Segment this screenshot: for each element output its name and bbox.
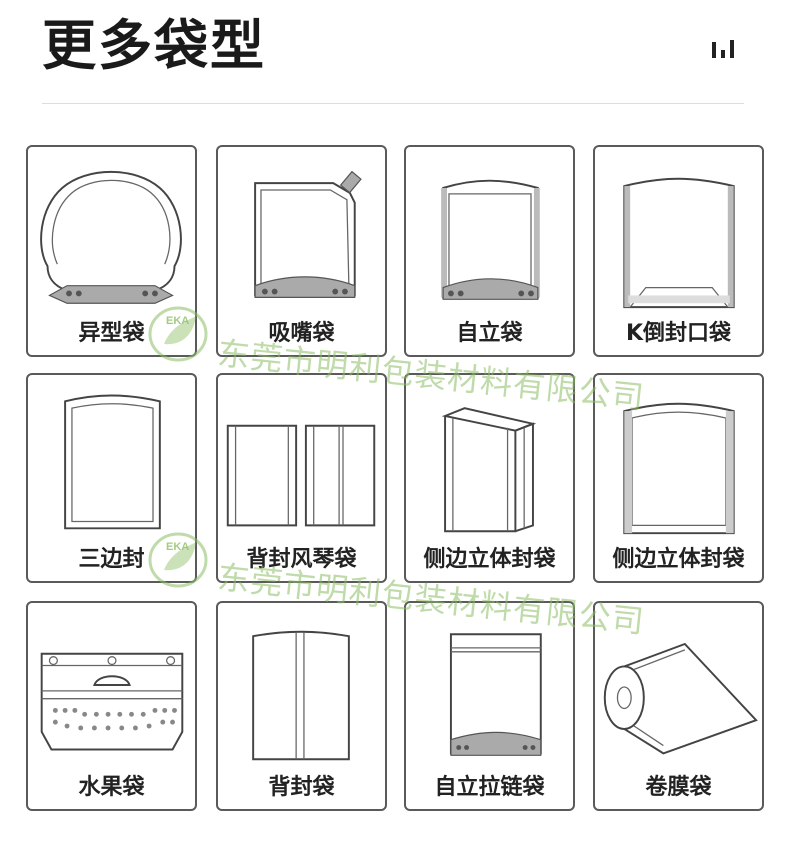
card-label: 侧边立体封袋 bbox=[423, 547, 556, 572]
card-label: 异型袋 bbox=[78, 321, 145, 346]
back-seal-gusset-bag-icon bbox=[226, 424, 376, 527]
page-title: 更多袋型 bbox=[42, 14, 266, 77]
card-label: 水果袋 bbox=[78, 775, 145, 800]
card-label: 吸嘴袋 bbox=[268, 321, 335, 346]
bars-icon bbox=[712, 40, 734, 58]
back-seal-bag-icon bbox=[252, 630, 350, 761]
bag-card-standup-zipper[interactable]: 自立拉链袋 bbox=[404, 601, 575, 811]
bag-card-k-seal[interactable]: K倒封口袋 bbox=[593, 145, 764, 357]
card-label: 卷膜袋 bbox=[645, 775, 712, 800]
card-label: 背封风琴袋 bbox=[246, 547, 357, 572]
bag-card-roll-film[interactable]: 卷膜袋 bbox=[593, 601, 764, 811]
bag-card-standup[interactable]: 自立袋 bbox=[404, 145, 575, 357]
side-gusset-bag-icon bbox=[441, 407, 537, 533]
card-label: 自立拉链袋 bbox=[434, 775, 545, 800]
bag-card-fruit[interactable]: 水果袋 bbox=[26, 601, 197, 811]
bag-card-shaped[interactable]: 异型袋 bbox=[26, 145, 197, 357]
card-label: 三边封 bbox=[78, 547, 145, 572]
card-label: 自立袋 bbox=[456, 321, 523, 346]
fruit-bag-icon bbox=[40, 652, 184, 751]
card-label: 侧边立体封袋 bbox=[612, 547, 745, 572]
k-seal-bag-icon bbox=[623, 177, 735, 309]
bag-card-spout[interactable]: 吸嘴袋 bbox=[216, 145, 387, 357]
three-side-seal-bag-icon bbox=[64, 394, 161, 530]
standup-zipper-bag-icon bbox=[449, 633, 542, 756]
bag-card-three-side-seal[interactable]: 三边封 bbox=[26, 373, 197, 583]
bag-card-side-gusset-1[interactable]: 侧边立体封袋 bbox=[404, 373, 575, 583]
bag-card-back-seal[interactable]: 背封袋 bbox=[216, 601, 387, 811]
header-divider bbox=[42, 103, 744, 104]
roll-film-icon bbox=[603, 642, 758, 755]
card-label: 背封袋 bbox=[268, 775, 335, 800]
shaped-bag-icon bbox=[40, 171, 182, 304]
standup-bag-icon bbox=[441, 179, 540, 300]
card-label: K倒封口袋 bbox=[625, 321, 732, 346]
spout-bag-icon bbox=[254, 170, 362, 298]
bag-card-back-seal-gusset[interactable]: 背封风琴袋 bbox=[216, 373, 387, 583]
bag-card-side-gusset-2[interactable]: 侧边立体封袋 bbox=[593, 373, 764, 583]
side-gusset-bag-icon-2 bbox=[623, 402, 735, 535]
